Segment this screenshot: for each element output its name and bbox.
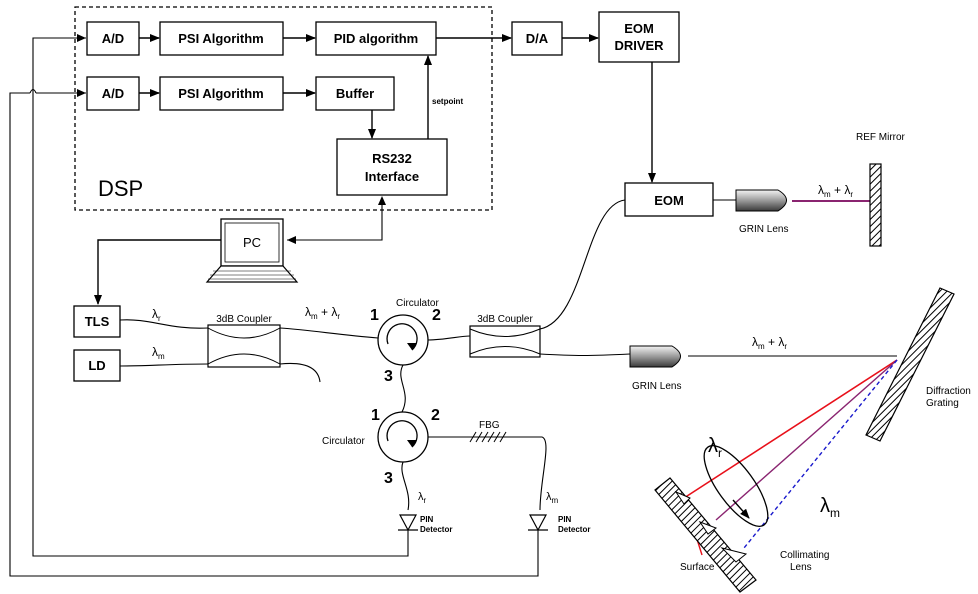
ld-lambda: λm (152, 345, 165, 361)
collimating-label-1: Collimating (780, 550, 829, 561)
buffer-label: Buffer (336, 86, 374, 101)
lambda-m-label: λm (820, 495, 840, 520)
psi-block-1 (159, 21, 284, 56)
ad-block-2 (86, 76, 140, 111)
circulator-2-label: Circulator (322, 436, 365, 447)
c1-port-3: 3 (384, 368, 393, 385)
ld-label: LD (88, 358, 105, 373)
eom-label: EOM (654, 193, 684, 208)
ref-beam-label: λm + λr (818, 183, 853, 199)
c2-port-1: 1 (371, 407, 380, 424)
ad-label-2: A/D (102, 86, 124, 101)
da-label: D/A (526, 31, 549, 46)
fbg-grating (469, 431, 507, 443)
grin-out-lambda: λm + λr (752, 335, 787, 351)
tls-lambda: λr (152, 307, 161, 323)
collimating-label-2: Lens (790, 562, 812, 573)
da-block (511, 21, 563, 56)
pin2-label-1: PIN (558, 515, 572, 524)
diffraction-grating (865, 287, 955, 442)
setpoint-label: setpoint (432, 97, 463, 106)
ad-block-1 (86, 21, 140, 56)
pin1-lambda: λr (418, 491, 427, 505)
circulator-2 (377, 411, 429, 463)
coupler-2 (469, 325, 541, 358)
ld-block (73, 349, 121, 382)
rs232-block (336, 138, 448, 196)
ref-mirror-label: REF Mirror (856, 132, 906, 143)
eom-driver-block (598, 11, 680, 63)
psi-label-2: PSI Algorithm (178, 86, 263, 101)
purple-beam (715, 359, 898, 521)
grin-lens-mid-label: GRIN Lens (632, 381, 681, 392)
blue-beam-dashed (743, 359, 898, 549)
coupler-1-label: 3dB Coupler (216, 314, 272, 325)
eom-block (624, 182, 714, 217)
dsp-label: DSP (98, 176, 143, 201)
grin-lens-mid (629, 345, 681, 368)
pc-icon (205, 218, 299, 283)
pid-block (315, 21, 437, 56)
ref-mirror (869, 163, 882, 247)
tls-label: TLS (85, 314, 110, 329)
buffer-block (315, 76, 395, 111)
eom-driver-label-1: EOM (624, 21, 654, 36)
circulator-1-label: Circulator (396, 298, 439, 309)
c2-port-3: 3 (384, 470, 393, 487)
psi-label-1: PSI Algorithm (178, 31, 263, 46)
coupler-2-label: 3dB Coupler (477, 314, 533, 325)
rs232-label-1: RS232 (372, 151, 412, 166)
c1-port-1: 1 (370, 307, 379, 324)
pc-label: PC (243, 235, 261, 250)
grin-lens-top (735, 189, 787, 212)
c2-port-2: 2 (431, 407, 440, 424)
collimating-lens (703, 445, 769, 527)
fbg-label: FBG (479, 420, 500, 431)
feedback-wire-2 (9, 92, 539, 577)
feedback-wire-1 (32, 37, 409, 557)
pid-label: PID algorithm (334, 31, 419, 46)
eom-driver-label-2: DRIVER (614, 38, 664, 53)
coupler-out-lambda: λm + λr (305, 305, 340, 321)
surface-label: Surface (680, 562, 715, 573)
c1-port-2: 2 (432, 307, 441, 324)
pin-detector-1 (398, 514, 418, 532)
pin1-label-2: Detector (420, 525, 452, 534)
lambda-r-label: λr (708, 435, 722, 460)
tls-block (73, 305, 121, 338)
diffraction-label-2: Grating (926, 398, 959, 409)
pin1-label-1: PIN (420, 515, 434, 524)
diffraction-label-1: Diffraction (926, 386, 971, 397)
circulator-1 (377, 314, 429, 366)
dsp-box (74, 6, 493, 211)
surface (654, 477, 757, 593)
coupler-1 (207, 324, 281, 368)
grin-lens-top-label: GRIN Lens (739, 224, 788, 235)
red-beam (683, 359, 898, 499)
ad-label-1: A/D (102, 31, 124, 46)
rs232-label-2: Interface (365, 169, 419, 184)
pin-detector-2 (528, 514, 548, 532)
pin2-label-2: Detector (558, 525, 590, 534)
pin2-lambda: λm (546, 491, 559, 505)
